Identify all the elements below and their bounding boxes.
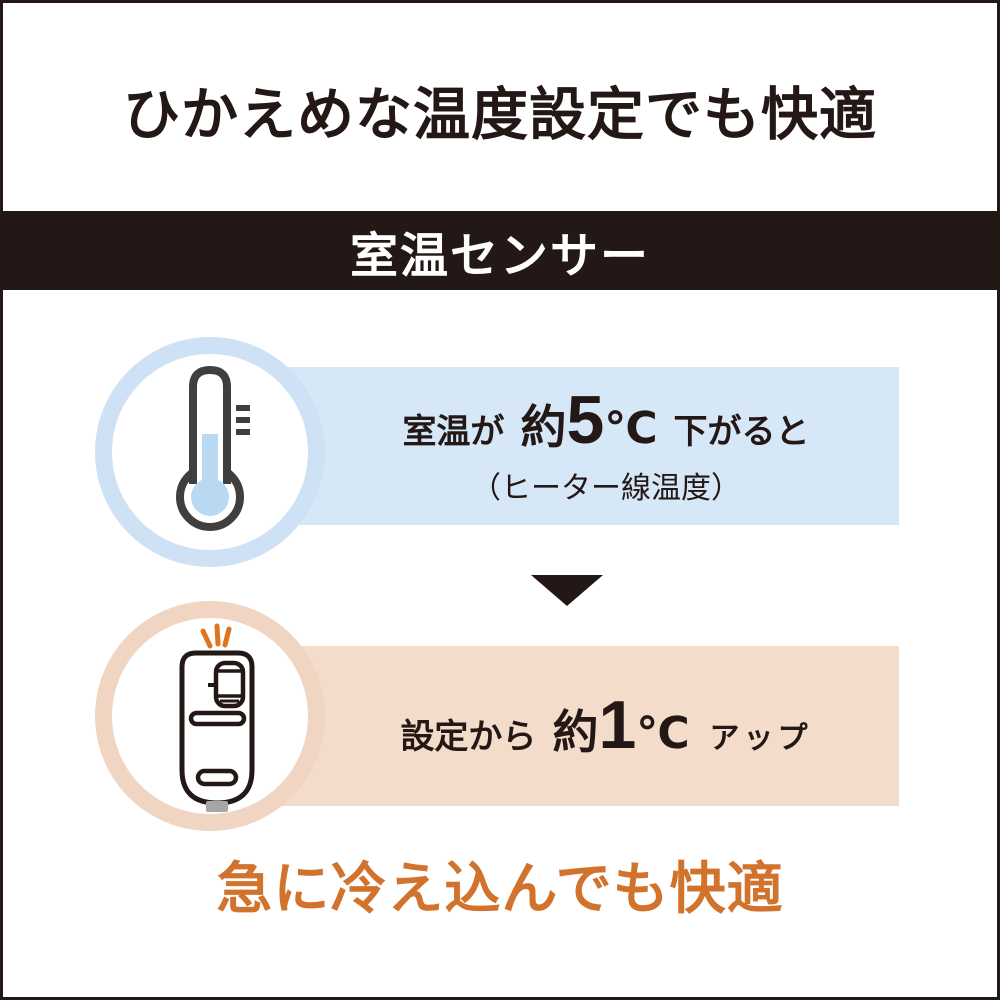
- step2-main-line: 設定から 約 1 ℃ アップ: [400, 691, 811, 762]
- step2-text: 設定から 約 1 ℃ アップ: [313, 646, 899, 806]
- step2-suffix: アップ: [709, 721, 812, 755]
- footer-caption: 急に冷え込んでも快適: [216, 857, 784, 920]
- step1-circle-inner: [112, 354, 308, 550]
- step2-prefix: 設定から: [400, 717, 537, 756]
- step2-unit: ℃: [636, 708, 690, 758]
- heater-controller-icon: [179, 623, 255, 812]
- step1-main-line: 室温が 約 5 ℃ 下がると: [402, 386, 809, 457]
- step2-band: [210, 646, 899, 806]
- step2-value: 1: [598, 686, 637, 763]
- step1-text: 室温が 約 5 ℃ 下がると （ヒーター線温度）: [313, 367, 899, 525]
- step1-value: 5: [566, 381, 605, 458]
- step1-unit: ℃: [604, 403, 658, 453]
- step2-approx: 約: [552, 705, 599, 758]
- page-title: ひかえめな温度設定でも快適: [123, 83, 877, 147]
- step1-circle: [95, 337, 325, 567]
- step1-note: （ヒーター線温度）: [471, 471, 741, 505]
- step2-circle-inner: [112, 618, 308, 814]
- down-arrow-icon: [531, 575, 603, 606]
- step1-approx: 約: [520, 400, 567, 453]
- section-banner: 室温センサー: [0, 211, 1000, 290]
- step2-circle: [95, 601, 325, 831]
- step1-prefix: 室温が: [402, 412, 505, 451]
- step1-suffix: 下がると: [673, 412, 810, 451]
- thermometer-icon: [176, 365, 250, 531]
- banner-label: 室温センサー: [349, 229, 650, 283]
